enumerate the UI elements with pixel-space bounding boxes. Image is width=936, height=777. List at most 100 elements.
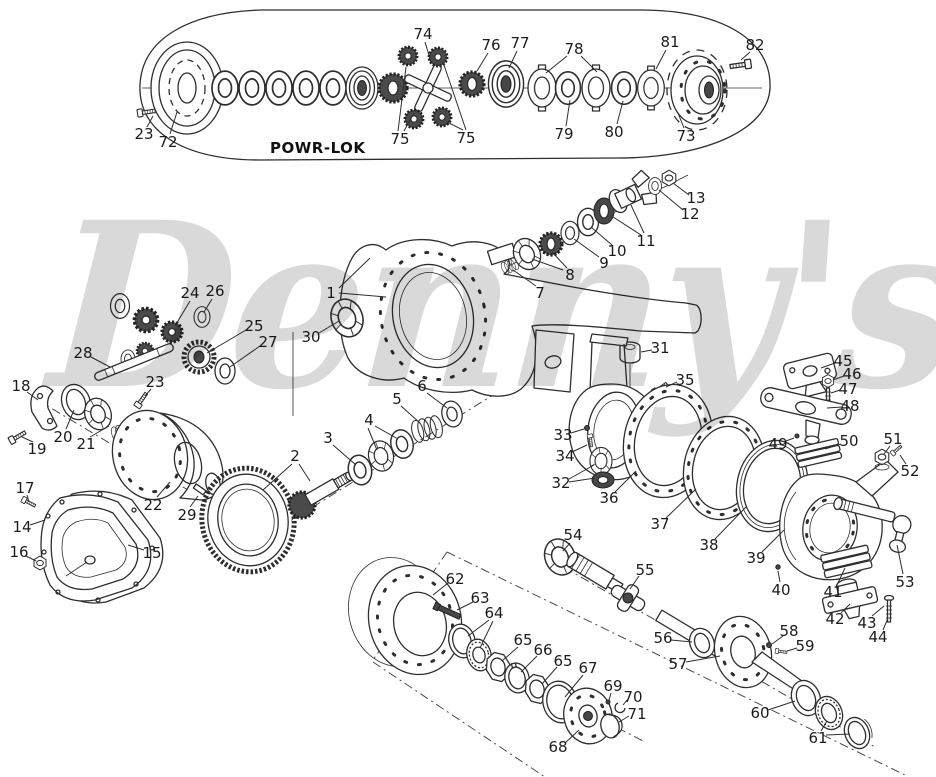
part-75-pinion-gear	[431, 106, 453, 128]
callout-leader-14	[29, 519, 46, 526]
callout-leader-20	[65, 409, 75, 430]
callout-label-48: 48	[840, 397, 859, 415]
callout-leader-61	[820, 720, 828, 732]
callout-leader-7	[512, 269, 537, 287]
callout-label-2: 2	[290, 447, 300, 465]
part-72-clutch-case	[150, 41, 224, 135]
callout-label-33: 33	[553, 426, 572, 444]
lower-kingpin-group	[820, 544, 895, 623]
callout-leader-24	[174, 300, 191, 327]
part-11-yoke	[608, 169, 658, 214]
callout-label-20: 20	[53, 428, 72, 446]
callout-label-10: 10	[607, 242, 626, 260]
callout-leader-26	[203, 298, 213, 313]
part-81-disc	[637, 65, 665, 111]
callout-label-26: 26	[205, 282, 224, 300]
callout-label-3: 3	[323, 429, 333, 447]
part-14-cover	[40, 491, 155, 603]
callout-leader-23	[144, 388, 152, 397]
callout-label-79: 79	[554, 125, 573, 143]
callout-leader-11	[609, 214, 642, 236]
part-17-bolt	[20, 495, 38, 510]
callout-leader-29	[189, 495, 199, 508]
callout-label-27: 27	[258, 333, 277, 351]
part-40-plug	[775, 564, 781, 570]
callout-label-8: 8	[565, 266, 575, 284]
callout-leader-1	[338, 292, 387, 298]
callout-leader-25	[206, 329, 247, 354]
callout-leader-34	[571, 444, 588, 453]
callout-leader-10	[590, 226, 613, 246]
part-1-axle-housing	[339, 238, 702, 397]
callout-label-69: 69	[603, 677, 622, 695]
callout-label-13: 13	[686, 189, 705, 207]
callout-label-67: 67	[578, 659, 597, 677]
callout-label-17: 17	[15, 479, 34, 497]
callout-label-55: 55	[635, 561, 654, 579]
part-42-bearing-cap	[821, 578, 879, 620]
callout-label-41: 41	[823, 583, 842, 601]
callout-leader-78	[545, 55, 568, 74]
part-75-pinion-gear	[427, 46, 449, 68]
part-27-washer	[214, 357, 236, 385]
callout-leader-9	[573, 238, 600, 258]
callout-label-45: 45	[833, 352, 852, 370]
callout-leader-27	[229, 345, 261, 368]
callout-label-57: 57	[668, 655, 687, 673]
part-24-pinion-gear	[160, 320, 184, 344]
part-78-disc	[581, 64, 611, 112]
callout-leader-65	[541, 666, 558, 685]
callout-label-63: 63	[470, 589, 489, 607]
side-gear-dark	[377, 72, 409, 104]
callout-leader-5	[400, 405, 421, 424]
part-28-cross-shaft	[94, 343, 174, 381]
callout-leader-62	[432, 582, 449, 596]
callout-label-82: 82	[745, 36, 764, 54]
callout-label-66: 66	[533, 641, 552, 659]
clutch-disc	[238, 70, 266, 106]
callout-label-51: 51	[883, 430, 902, 448]
callout-label-73: 73	[676, 127, 695, 145]
callout-label-5: 5	[392, 390, 402, 408]
callout-leader-78	[580, 55, 598, 73]
callout-label-75: 75	[390, 130, 409, 148]
callout-label-1: 1	[326, 284, 336, 302]
callout-label-23: 23	[145, 373, 164, 391]
callout-leader-32	[568, 477, 596, 483]
callout-leader-52	[899, 454, 907, 465]
powr-lok-label: POWR-LOK	[270, 139, 366, 157]
callout-label-81: 81	[660, 33, 679, 51]
callout-label-6: 6	[417, 377, 427, 395]
part-73-case-half	[666, 49, 728, 131]
callout-leader-36	[614, 470, 637, 493]
callout-leader-61	[825, 733, 851, 736]
callout-label-37: 37	[650, 515, 669, 533]
part-2-ring-gear	[199, 465, 297, 575]
callout-leader-75	[443, 64, 467, 131]
part-29-key	[192, 483, 207, 496]
callout-label-31: 31	[650, 339, 669, 357]
part-22-diff-case	[111, 409, 224, 501]
callout-label-21: 21	[76, 435, 95, 453]
callout-leader-31	[640, 349, 653, 353]
callout-leader-79	[565, 99, 571, 127]
callout-label-11: 11	[636, 232, 655, 250]
callout-leader-45	[820, 362, 836, 369]
callout-leader-75	[446, 121, 464, 131]
clutch-disc	[319, 70, 347, 106]
callout-leader-37	[665, 488, 697, 519]
clutch-disc	[265, 70, 293, 106]
callout-leader-76	[476, 52, 489, 72]
callout-leader-80	[616, 100, 624, 125]
callout-label-53: 53	[895, 573, 914, 591]
callout-leader-66	[520, 655, 538, 673]
callout-label-12: 12	[680, 205, 699, 223]
part-32-bearing	[589, 446, 613, 476]
callout-leader-40	[777, 570, 781, 583]
callout-leader-69	[608, 692, 612, 701]
callout-leader-49	[785, 437, 795, 442]
part-20-bearing-cup	[60, 383, 92, 421]
callout-label-18: 18	[11, 377, 30, 395]
